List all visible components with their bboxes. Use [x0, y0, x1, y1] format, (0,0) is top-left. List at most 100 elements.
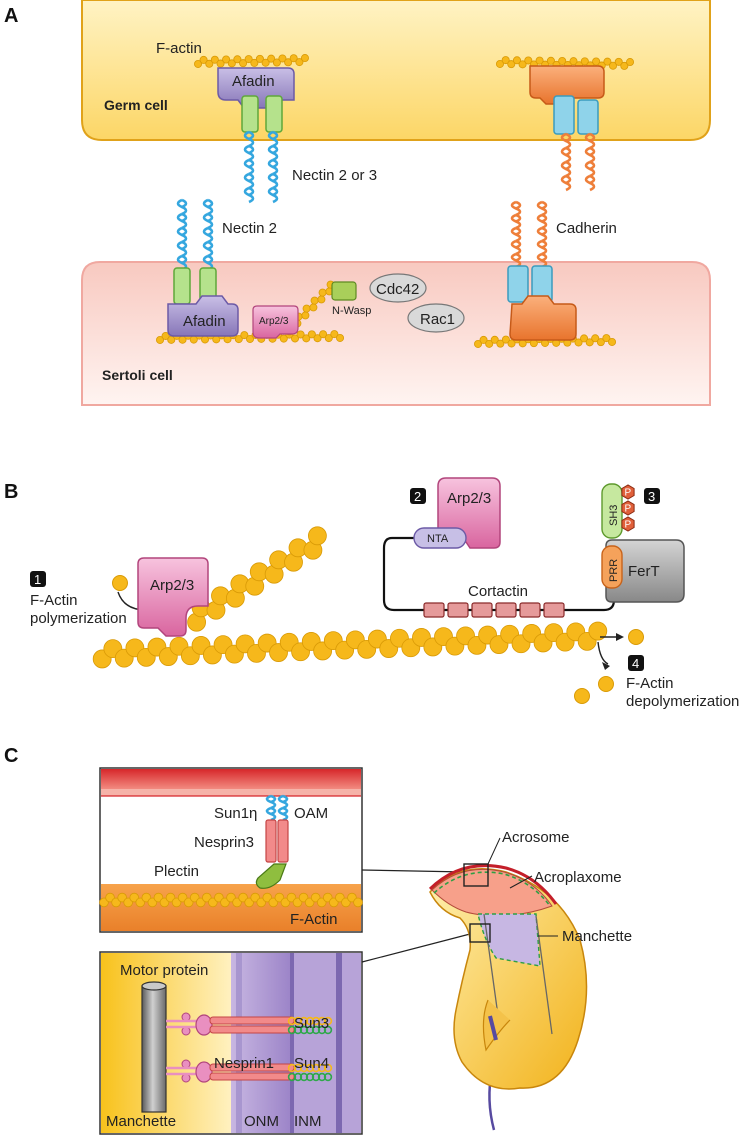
nesprin1-bar	[209, 1016, 295, 1025]
actin-bead	[614, 57, 623, 66]
actin-bead	[518, 60, 527, 69]
plectin-label: Plectin	[154, 863, 199, 880]
cadherin-segment	[589, 146, 596, 157]
depolymerization-arrowhead	[602, 662, 610, 670]
sun1-chain	[265, 794, 289, 822]
cadherin-segment	[515, 239, 522, 249]
actin-bead	[490, 335, 499, 344]
nesprin1-bar	[209, 1025, 295, 1034]
sun1-segment	[282, 794, 289, 804]
step-1-badge	[30, 571, 46, 587]
actin-bead	[222, 55, 231, 64]
cadherin-segment	[515, 213, 522, 223]
nectin-stalk-top-right	[265, 95, 283, 133]
germ-cell-label: Germ cell	[104, 97, 168, 113]
f-actin-inset-label: F-Actin	[290, 911, 338, 928]
actin-bead	[324, 334, 333, 343]
cortactin-repeat	[447, 602, 469, 618]
manchette-label: Manchette	[562, 928, 632, 945]
actin-bead	[309, 303, 318, 312]
cortactin-repeat	[543, 602, 565, 618]
actin-bead	[620, 61, 629, 70]
nesprin3-left	[265, 819, 277, 863]
step-2-badge	[410, 488, 426, 504]
inm-membrane	[291, 953, 361, 1133]
nta-domain	[413, 527, 467, 549]
actin-bead	[310, 296, 319, 305]
actin-bead	[608, 337, 617, 346]
sun1-segment	[270, 806, 277, 816]
actin-bead	[233, 55, 242, 64]
actin-bead	[336, 333, 345, 342]
actin-bead	[546, 56, 555, 65]
step-4-number: 4	[632, 656, 639, 671]
cadherin-top	[529, 65, 605, 105]
panel-c-label: C	[4, 745, 18, 767]
nectin-segment	[207, 198, 214, 209]
nectin-stalk-top-left	[241, 95, 259, 133]
nectin-2-or-3-label: Nectin 2 or 3	[292, 167, 377, 184]
cadherin-segment	[589, 160, 596, 171]
phospho-label: P	[625, 504, 632, 515]
phospho-label: P	[625, 488, 632, 499]
nectin-segment	[181, 240, 188, 251]
actin-bead	[602, 334, 611, 343]
cadherin-chains	[510, 132, 596, 269]
actin-monomer-right	[628, 629, 644, 645]
nectin-segment	[272, 144, 279, 155]
phospho-hexagon	[621, 500, 635, 516]
actin-bead	[302, 304, 311, 313]
nectin-2-or-3-chains	[243, 130, 279, 204]
arp23-right-label: Arp2/3	[447, 490, 491, 507]
actin-bead	[558, 56, 567, 65]
panel-b-label: B	[4, 481, 18, 503]
actin-bead	[330, 330, 339, 339]
acrosome-cap	[428, 864, 558, 905]
f-actin-band	[101, 884, 361, 931]
nectin-segment	[207, 254, 214, 265]
centriole	[488, 1015, 498, 1041]
actin-bead	[234, 335, 243, 344]
acroplaxome-label: Acroplaxome	[534, 869, 622, 886]
nectin-segment	[248, 172, 255, 183]
cadherin-segment	[541, 252, 548, 262]
oam-membrane-line	[101, 789, 361, 796]
actin-bead	[591, 334, 600, 343]
cadherin-segment	[565, 174, 572, 185]
actin-bead	[485, 339, 494, 348]
actin-bead	[501, 56, 510, 65]
cadherin-box-top-left	[553, 95, 575, 135]
f-actin-layer	[99, 892, 363, 908]
sun1-segment	[270, 794, 277, 804]
f-actin-filament-branch	[187, 526, 327, 632]
fert-label: FerT	[628, 563, 660, 580]
nectin-segment	[248, 130, 255, 141]
actin-bead	[199, 55, 208, 64]
actin-bead	[479, 335, 488, 344]
step-3-badge	[644, 488, 660, 504]
arp23-left-label: Arp2/3	[150, 577, 194, 594]
sun3-bead	[323, 1063, 333, 1073]
actin-bead	[313, 334, 322, 343]
cadherin-segment	[515, 252, 522, 262]
afadin-bottom	[167, 295, 239, 337]
cadherin-box-top-right	[577, 99, 599, 135]
rac1	[407, 303, 465, 333]
oam-label: OAM	[294, 805, 328, 822]
actin-bead	[161, 331, 170, 340]
actin-bead	[474, 339, 483, 348]
actin-bead	[284, 58, 293, 67]
sertoli-cell-body	[81, 261, 711, 406]
cadherin-segment	[541, 200, 548, 210]
actin-bead	[246, 334, 255, 343]
actin-bead	[250, 58, 259, 67]
nesprin1-label: Nesprin1	[214, 1055, 274, 1072]
sun1-segment	[282, 806, 289, 816]
cdc42	[369, 273, 427, 303]
cortactin-repeat	[471, 602, 493, 618]
panel-b: B 1 F-Actin polymerization Arp2/3 Cortac…	[4, 477, 739, 710]
cadherin-segment	[515, 226, 522, 236]
nta-label: NTA	[427, 533, 449, 545]
cortactin-label: Cortactin	[468, 583, 528, 600]
step-2-number: 2	[414, 489, 421, 504]
